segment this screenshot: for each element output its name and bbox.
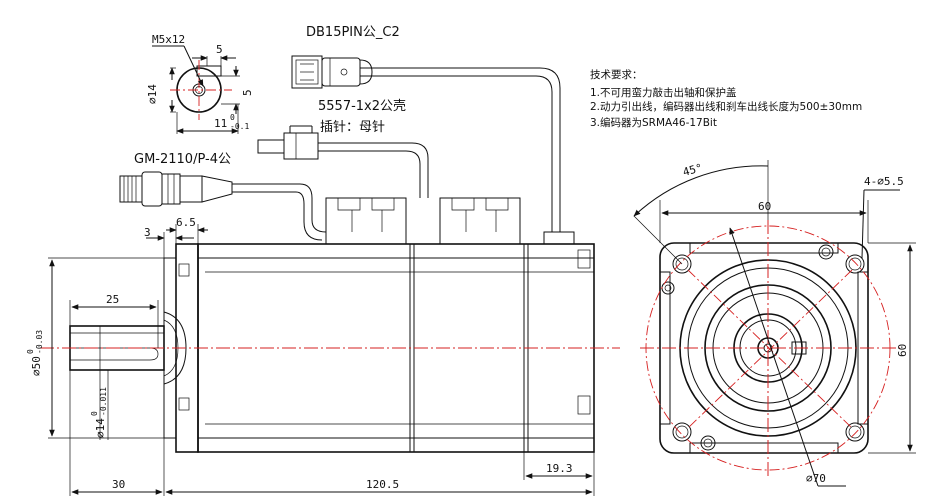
encoder-gland	[543, 231, 575, 245]
thread-label: M5x12	[152, 33, 185, 46]
holes-label: 4-⌀5.5	[864, 175, 904, 188]
flat-dim-sub: -0.1	[230, 122, 249, 131]
front-width-label: 60	[758, 200, 771, 213]
encoder-connector-label: DB15PIN公_C2	[306, 25, 400, 40]
mount-hole	[672, 422, 692, 442]
pilot-diameter-sub: -0.03	[35, 330, 44, 354]
brake-pin-label: 插针：母针	[320, 120, 385, 135]
tech-note-2: 2.动力引出线，编码器出线和刹车出线长度为500±30mm	[590, 100, 862, 113]
motor-side-view: 3 6.5 25 ⌀50 0 -0.03 ⌀14 0 -0.011	[26, 197, 620, 496]
flat-dim-main: 11	[214, 117, 227, 130]
cables	[232, 67, 561, 241]
dim-19-3-label: 19.3	[546, 462, 573, 475]
key-slot	[196, 65, 222, 77]
power-connector-label: GM-2110/P-4公	[134, 152, 231, 167]
front-height-label: 60	[896, 344, 909, 357]
dim-30-label: 30	[112, 478, 125, 491]
dim-6-5-label: 6.5	[176, 216, 196, 229]
encoder-connector	[291, 55, 373, 89]
shaft-diameter-main: ⌀14	[94, 418, 107, 438]
key-depth-label: 5	[241, 89, 254, 96]
shaft-diameter-sup: 0	[90, 411, 99, 416]
pilot-diameter-main: ⌀50	[30, 356, 43, 376]
tech-notes: 技术要求： 1.不可用蛮力敲击出轴和保护盖 2.动力引出线，编码器出线和刹车出线…	[590, 68, 862, 129]
shaft-diameter-sub: -0.011	[99, 387, 108, 416]
shaft-keyway	[70, 347, 159, 361]
angle-label: 45°	[681, 161, 704, 179]
bolt-circle-label: ⌀70	[806, 472, 826, 485]
tech-note-1: 1.不可用蛮力敲击出轴和保护盖	[590, 86, 737, 99]
power-connector	[119, 171, 233, 207]
brake-connector	[257, 125, 319, 160]
mount-hole	[845, 422, 865, 442]
tech-note-3: 3.编码器为SRMA46-17Bit	[590, 116, 717, 129]
dim-25-label: 25	[106, 293, 119, 306]
flat-dim-sup: 0	[230, 113, 235, 122]
shaft-detail-view: M5x12 5 ⌀14 5 11 0 -0.1	[146, 33, 254, 134]
tech-notes-title: 技术要求：	[590, 68, 643, 81]
dim-120-5-label: 120.5	[366, 478, 399, 491]
motor-front-view: 60 60 45° 4-⌀5.5 ⌀70	[633, 160, 916, 487]
mount-hole	[845, 254, 865, 274]
shaft-diameter-label: ⌀14	[146, 84, 159, 104]
mount-hole	[672, 254, 692, 274]
brake-connector-label: 5557-1x2公壳	[318, 99, 406, 114]
dim-3-label: 3	[144, 226, 151, 239]
pilot-diameter-sup: 0	[26, 349, 35, 354]
key-width-label: 5	[216, 43, 223, 56]
